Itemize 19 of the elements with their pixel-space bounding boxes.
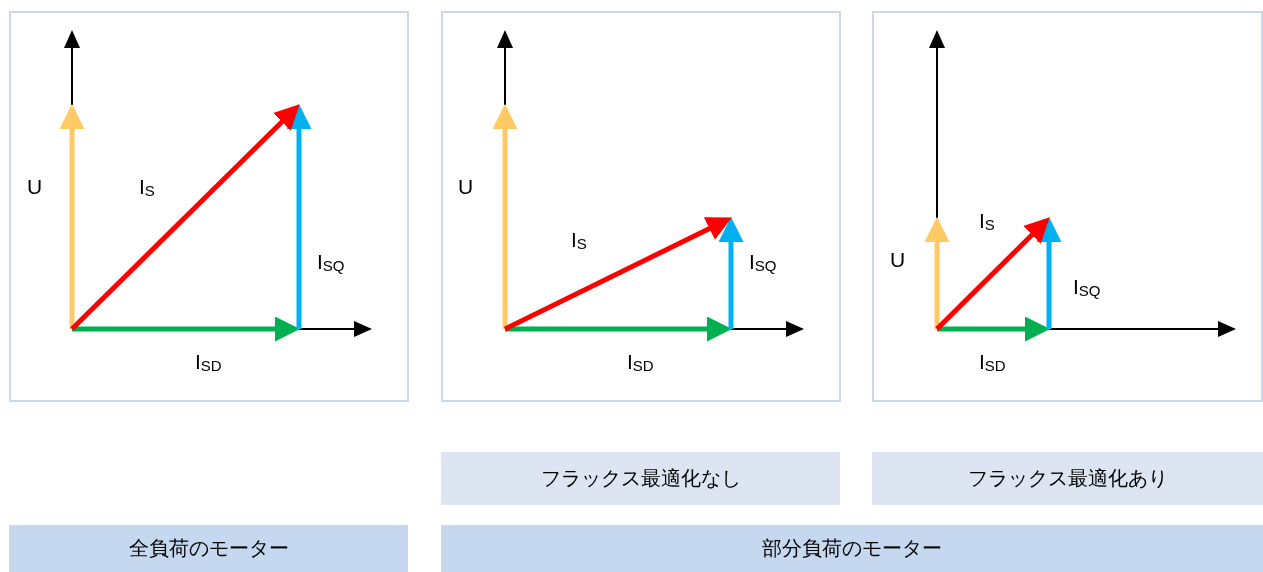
vector-label: I$_{SD}$ [979,351,1006,373]
vector-label: U [458,176,474,197]
diagram-panel [9,11,409,402]
caption-band: 全負荷のモーター [9,525,408,572]
vector-label: U [890,249,906,270]
vector-label: I$_{SD}$ [195,351,222,373]
diagram-panel [872,11,1263,402]
vector-label: I$_{SD}$ [627,351,654,373]
vector-label: I$_{S}$ [979,210,995,232]
vector-label: I$_{SQ}$ [749,251,777,273]
vector-label: I$_{S}$ [139,176,155,198]
caption-band: 部分負荷のモーター [441,525,1263,572]
vector-label: I$_{S}$ [571,229,587,251]
vector-label: U [27,176,43,197]
vector-label: I$_{SQ}$ [317,251,345,273]
caption-band: フラックス最適化あり [872,452,1263,505]
vector-label: I$_{SQ}$ [1073,276,1101,298]
caption-band: フラックス最適化なし [441,452,840,505]
diagram-panel [441,11,841,402]
